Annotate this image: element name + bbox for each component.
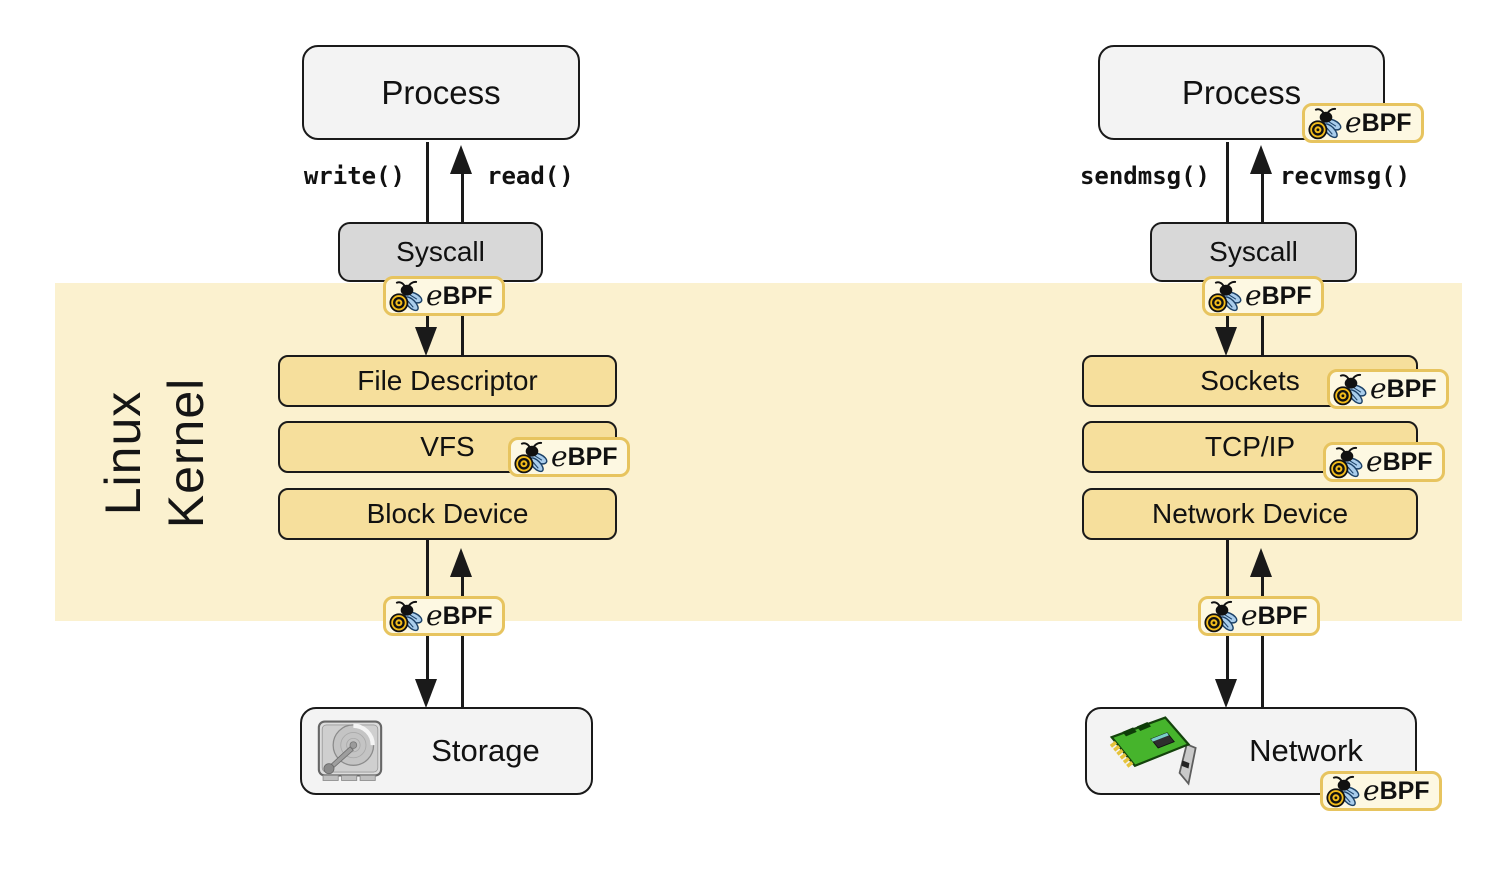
process-box-left: Process: [302, 45, 580, 140]
kernel-label-line1: Linux: [95, 390, 151, 516]
left-read-line: [461, 171, 464, 222]
process-box-right: Process: [1098, 45, 1385, 140]
right-up-arrowhead-3: [1250, 548, 1272, 577]
process-box-left-label: Process: [381, 73, 501, 111]
write-call-label: write(): [303, 162, 405, 190]
ebpf-bee-icon: [389, 600, 425, 633]
right-up-line-2: [1261, 282, 1264, 355]
ebpf-bee-icon: [1308, 107, 1344, 140]
linux-kernel-label: Linux Kernel: [90, 303, 220, 603]
ebpf-bee-icon: [514, 441, 550, 474]
storage-label: Storage: [431, 733, 540, 768]
file-descriptor-box: File Descriptor: [278, 355, 617, 407]
right-up-line-3: [1261, 575, 1264, 707]
ebpf-bee-icon: [1204, 600, 1240, 633]
tcpip-label: TCP/IP: [1204, 431, 1296, 462]
right-sendmsg-line: [1226, 142, 1229, 222]
process-box-right-label: Process: [1181, 73, 1302, 111]
left-down-arrowhead-3: [415, 679, 437, 708]
sockets-label: Sockets: [1200, 365, 1300, 396]
block-device-box: Block Device: [278, 488, 617, 540]
block-device-label: Block Device: [366, 498, 529, 529]
network-label: Network: [1249, 733, 1363, 768]
ebpf-bee-icon: [1208, 280, 1244, 313]
network-device-box: Network Device: [1082, 488, 1418, 540]
left-up-line-3: [461, 575, 464, 707]
sockets-box: Sockets: [1082, 355, 1418, 407]
left-down-arrowhead-2: [415, 327, 437, 356]
ebpf-bee-icon: [1326, 775, 1362, 808]
syscall-box-left-label: Syscall: [396, 236, 485, 267]
syscall-box-right-label: Syscall: [1209, 236, 1298, 267]
right-recvmsg-line: [1261, 171, 1264, 222]
recvmsg-call-label: recvmsg(): [1280, 162, 1411, 190]
sendmsg-call-label: sendmsg(): [1079, 162, 1210, 190]
ebpf-bee-icon: [389, 280, 425, 313]
storage-box: Storage: [300, 707, 593, 795]
right-recvmsg-arrowhead: [1250, 145, 1272, 174]
hard-drive-icon: [316, 719, 384, 783]
left-write-line: [426, 142, 429, 222]
file-descriptor-label: File Descriptor: [357, 365, 538, 396]
kernel-label-line2: Kernel: [158, 377, 214, 529]
syscall-box-right: Syscall: [1150, 222, 1357, 282]
left-up-arrowhead-3: [450, 548, 472, 577]
network-device-label: Network Device: [1151, 498, 1349, 529]
network-card-icon: [1101, 714, 1201, 789]
ebpf-bee-icon: [1333, 373, 1369, 406]
left-read-arrowhead: [450, 145, 472, 174]
right-down-arrowhead-2: [1215, 327, 1237, 356]
left-up-line-2: [461, 282, 464, 355]
syscall-box-left: Syscall: [338, 222, 543, 282]
vfs-label: VFS: [420, 431, 475, 462]
ebpf-bee-icon: [1329, 446, 1365, 479]
right-down-arrowhead-3: [1215, 679, 1237, 708]
read-call-label: read(): [487, 162, 574, 190]
